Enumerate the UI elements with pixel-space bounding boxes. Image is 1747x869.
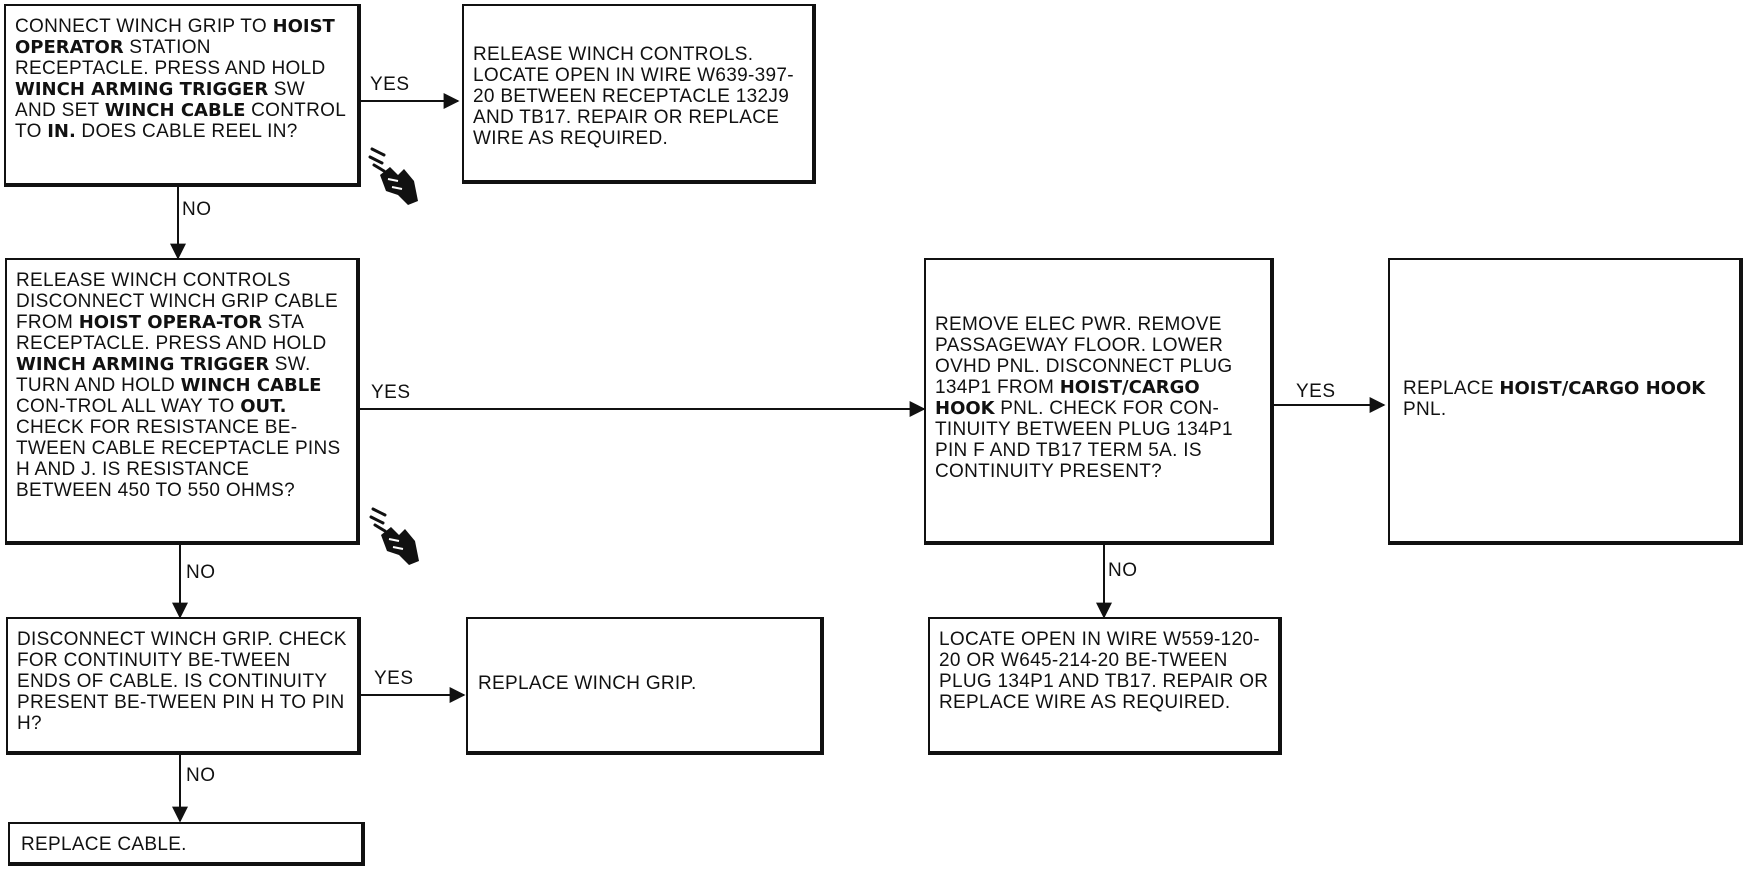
label-yes-3: YES	[1296, 381, 1336, 402]
pointing-hand-icon	[368, 147, 418, 205]
result-repair-wire-w559-w645: LOCATE OPEN IN WIRE W559-120-20 OR W645-…	[928, 617, 1282, 755]
step-check-continuity-cable: DISCONNECT WINCH GRIP. CHECK FOR CONTINU…	[6, 617, 361, 755]
box-text: PNL.	[1403, 399, 1447, 420]
step-check-continuity-134p1: REMOVE ELEC PWR. REMOVE PASSAGEWAY FLOOR…	[924, 258, 1274, 545]
box-bold-text: WINCH ARMING TRIGGER	[15, 79, 269, 100]
box-text: PNL. CHECK FOR CON-TINUITY BETWEEN PLUG …	[935, 398, 1233, 482]
result-replace-hoist-cargo-hook-panel: REPLACE HOIST/CARGO HOOK PNL.	[1388, 258, 1743, 545]
result-replace-cable: REPLACE CABLE.	[8, 822, 365, 866]
box-text: RELEASE WINCH CONTROLS DISCONNECT WINCH …	[16, 270, 338, 333]
box-text: DOES CABLE REEL IN?	[75, 121, 298, 142]
box-text: CONNECT WINCH GRIP TO	[15, 16, 273, 37]
label-yes-4: YES	[374, 668, 414, 689]
box-text: SW AND SET	[15, 79, 306, 121]
box-bold-text: WINCH CABLE	[104, 100, 246, 121]
step-check-resistance: RELEASE WINCH CONTROLS DISCONNECT WINCH …	[5, 258, 360, 545]
box-text: CONTROL TO	[15, 100, 346, 142]
box-text: SW. TURN AND HOLD	[16, 354, 311, 396]
box-text: STA RECEPTACLE. PRESS AND HOLD	[16, 312, 327, 354]
label-yes-1: YES	[370, 74, 410, 95]
box-text: LOCATE OPEN IN WIRE W559-120-20 OR W645-…	[939, 629, 1269, 713]
result-repair-wire-w639: RELEASE WINCH CONTROLS. LOCATE OPEN IN W…	[462, 4, 816, 184]
box-text: REPLACE CABLE.	[21, 834, 187, 855]
box-bold-text: HOIST OPERATOR	[15, 16, 335, 58]
pointing-hand-icon	[369, 507, 419, 565]
label-yes-2: YES	[371, 382, 411, 403]
box-text: CON-TROL ALL WAY TO	[16, 396, 241, 417]
box-text: REPLACE	[1403, 378, 1500, 399]
box-text: CHECK FOR RESISTANCE BE-TWEEN CABLE RECE…	[16, 417, 341, 501]
step-connect-winch-grip: CONNECT WINCH GRIP TO HOIST OPERATOR STA…	[4, 4, 361, 187]
box-bold-text: WINCH CABLE	[180, 375, 322, 396]
box-bold-text: OUT.	[240, 396, 287, 417]
label-no-3: NO	[1108, 560, 1138, 581]
box-text: REMOVE ELEC PWR. REMOVE PASSAGEWAY FLOOR…	[935, 314, 1233, 398]
box-bold-text: HOIST OPERA-TOR	[78, 312, 263, 333]
label-no-4: NO	[186, 765, 216, 786]
label-no-2: NO	[186, 562, 216, 583]
result-replace-winch-grip: REPLACE WINCH GRIP.	[466, 617, 824, 755]
box-text: RELEASE WINCH CONTROLS. LOCATE OPEN IN W…	[473, 44, 794, 149]
box-text: STATION RECEPTACLE. PRESS AND HOLD	[15, 37, 326, 79]
label-no-1: NO	[182, 199, 212, 220]
box-bold-text: IN.	[47, 121, 76, 142]
box-bold-text: HOIST/CARGO HOOK	[935, 377, 1200, 419]
box-text: REPLACE WINCH GRIP.	[478, 673, 697, 694]
box-bold-text: WINCH ARMING TRIGGER	[16, 354, 270, 375]
box-text: DISCONNECT WINCH GRIP. CHECK FOR CONTINU…	[17, 629, 347, 734]
box-bold-text: HOIST/CARGO HOOK	[1499, 378, 1706, 399]
